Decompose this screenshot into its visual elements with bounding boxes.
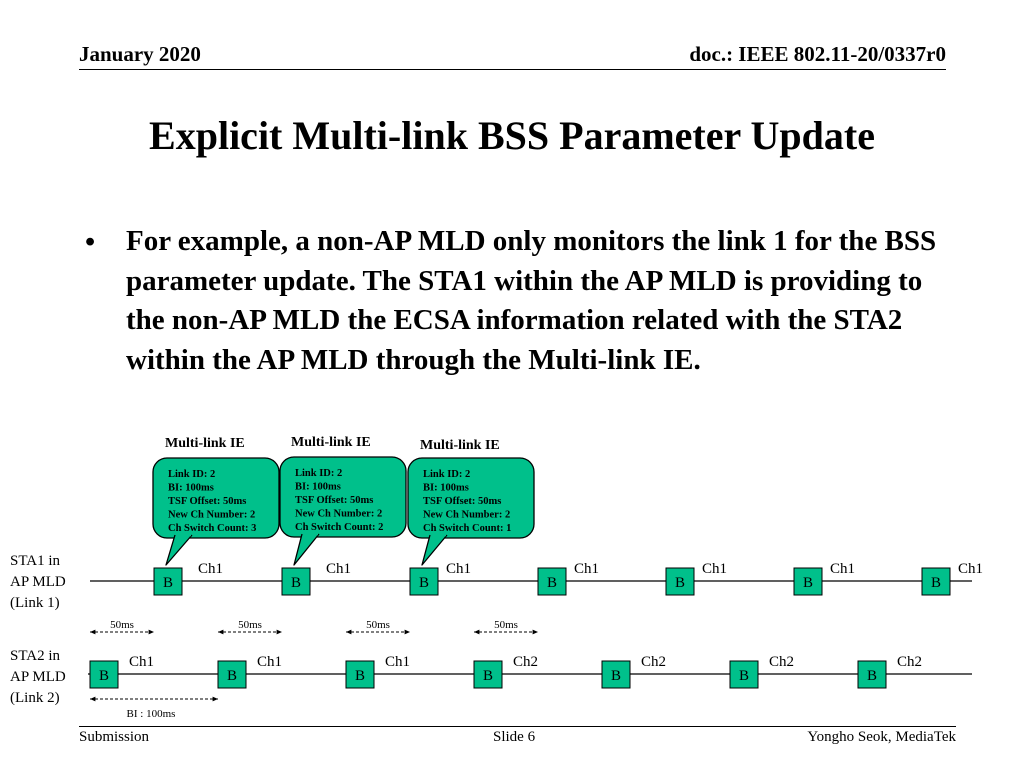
multilink-ie-heading: Multi-link IE xyxy=(420,438,500,453)
link2-channel-label: Ch2 xyxy=(897,654,922,670)
multilink-ie-field: TSF Offset: 50ms xyxy=(295,495,373,506)
link1-beacon xyxy=(153,567,183,596)
link2-beacon-label: B xyxy=(867,668,877,684)
link1-beacon-label: B xyxy=(419,575,429,591)
multilink-ie-field: BI: 100ms xyxy=(168,483,214,494)
multilink-ie-box xyxy=(407,457,535,539)
multilink-ie-field: Ch Switch Count: 2 xyxy=(295,522,383,533)
footer-submission: Submission xyxy=(79,729,150,745)
link1-beacon xyxy=(537,567,567,596)
link1-beacon xyxy=(409,567,439,596)
link2-channel-label: Ch2 xyxy=(641,654,666,670)
multilink-ie-heading: Multi-link IE xyxy=(165,436,245,451)
link2-channel-label: Ch1 xyxy=(257,654,282,670)
multilink-ie-field: New Ch Number: 2 xyxy=(423,510,510,521)
link2-beacon xyxy=(601,660,631,689)
link2-beacon-label: B xyxy=(355,668,365,684)
link2-beacon xyxy=(89,660,119,689)
multilink-ie-field: TSF Offset: 50ms xyxy=(168,496,246,507)
multilink-ie-field: Link ID: 2 xyxy=(168,469,215,480)
header-divider xyxy=(79,69,946,70)
link1-beacon-label: B xyxy=(291,575,301,591)
offset-label: 50ms xyxy=(366,619,390,631)
bullet-text: For example, a non-AP MLD only monitors … xyxy=(126,225,937,376)
link1-channel-label: Ch1 xyxy=(958,561,983,577)
link1-beacon xyxy=(793,567,823,596)
link2-beacon xyxy=(729,660,759,689)
link1-beacon xyxy=(281,567,311,596)
multilink-ie-field: TSF Offset: 50ms xyxy=(423,496,501,507)
link2-beacon-label: B xyxy=(483,668,493,684)
header-doc-id: doc.: IEEE 802.11-20/0337r0 xyxy=(689,42,946,66)
link1-channel-label: Ch1 xyxy=(198,561,223,577)
multilink-ie-pointer xyxy=(421,534,448,566)
multilink-ie-box xyxy=(152,457,280,539)
footer-slide-number: Slide 6 xyxy=(493,729,536,745)
sta1-label-line: AP MLD xyxy=(10,574,66,590)
sta2-row-label: STA2 in AP MLD (Link 2) xyxy=(10,646,66,709)
sta1-label-line: (Link 1) xyxy=(10,595,60,611)
link1-beacon-label: B xyxy=(931,575,941,591)
header-date: January 2020 xyxy=(79,42,201,66)
beacon-interval-label: BI : 100ms xyxy=(127,708,176,720)
sta2-label-line: AP MLD xyxy=(10,669,66,685)
multilink-ie-field: Link ID: 2 xyxy=(295,468,342,479)
multilink-ie-heading: Multi-link IE xyxy=(291,435,371,450)
link2-channel-label: Ch1 xyxy=(129,654,154,670)
link2-beacon xyxy=(473,660,503,689)
link2-beacon-label: B xyxy=(739,668,749,684)
link2-beacon-label: B xyxy=(227,668,237,684)
offset-label: 50ms xyxy=(110,619,134,631)
multilink-ie-field: New Ch Number: 2 xyxy=(168,510,255,521)
link1-channel-label: Ch1 xyxy=(574,561,599,577)
slide-title: Explicit Multi-link BSS Parameter Update xyxy=(149,113,875,158)
link2-beacon-label: B xyxy=(99,668,109,684)
sta1-label-line: STA1 in xyxy=(10,553,61,569)
link1-beacon-label: B xyxy=(675,575,685,591)
link1-channel-label: Ch1 xyxy=(830,561,855,577)
multilink-ie-field: Ch Switch Count: 3 xyxy=(168,523,256,534)
link2-channel-label: Ch2 xyxy=(513,654,538,670)
link2-channel-label: Ch1 xyxy=(385,654,410,670)
link1-channel-label: Ch1 xyxy=(326,561,351,577)
multilink-ie-field: Ch Switch Count: 1 xyxy=(423,523,511,534)
link2-beacon xyxy=(217,660,247,689)
multilink-ie-pointer xyxy=(293,533,320,566)
multilink-ie-pointer xyxy=(165,534,193,566)
link1-beacon xyxy=(921,567,951,596)
multilink-ie-field: BI: 100ms xyxy=(295,482,341,493)
link1-beacon-label: B xyxy=(803,575,813,591)
link1-beacon xyxy=(665,567,695,596)
link2-beacon-label: B xyxy=(611,668,621,684)
offset-label: 50ms xyxy=(238,619,262,631)
sta2-label-line: STA2 in xyxy=(10,648,61,664)
link2-beacon xyxy=(857,660,887,689)
link2-beacon xyxy=(345,660,375,689)
footer-divider xyxy=(79,726,956,727)
bullet-marker: • xyxy=(85,226,96,258)
link1-channel-label: Ch1 xyxy=(446,561,471,577)
link1-channel-label: Ch1 xyxy=(702,561,727,577)
multilink-ie-field: BI: 100ms xyxy=(423,483,469,494)
sta2-label-line: (Link 2) xyxy=(10,690,60,706)
multilink-ie-field: Link ID: 2 xyxy=(423,469,470,480)
multilink-ie-box xyxy=(279,456,407,538)
sta1-row-label: STA1 in AP MLD (Link 1) xyxy=(10,551,66,614)
link1-beacon-label: B xyxy=(163,575,173,591)
multilink-ie-field: New Ch Number: 2 xyxy=(295,509,382,520)
offset-label: 50ms xyxy=(494,619,518,631)
link1-beacon-label: B xyxy=(547,575,557,591)
link2-channel-label: Ch2 xyxy=(769,654,794,670)
footer-author: Yongho Seok, MediaTek xyxy=(807,729,956,745)
